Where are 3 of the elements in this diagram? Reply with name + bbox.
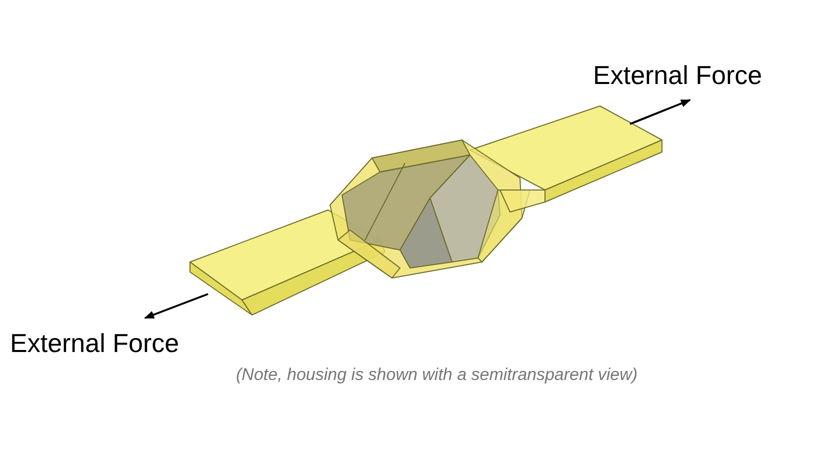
force-label: External Force [593, 60, 762, 91]
force-label: External Force [10, 328, 180, 359]
note-text: (Note, housing is shown with a semitransparent view) [236, 365, 638, 385]
